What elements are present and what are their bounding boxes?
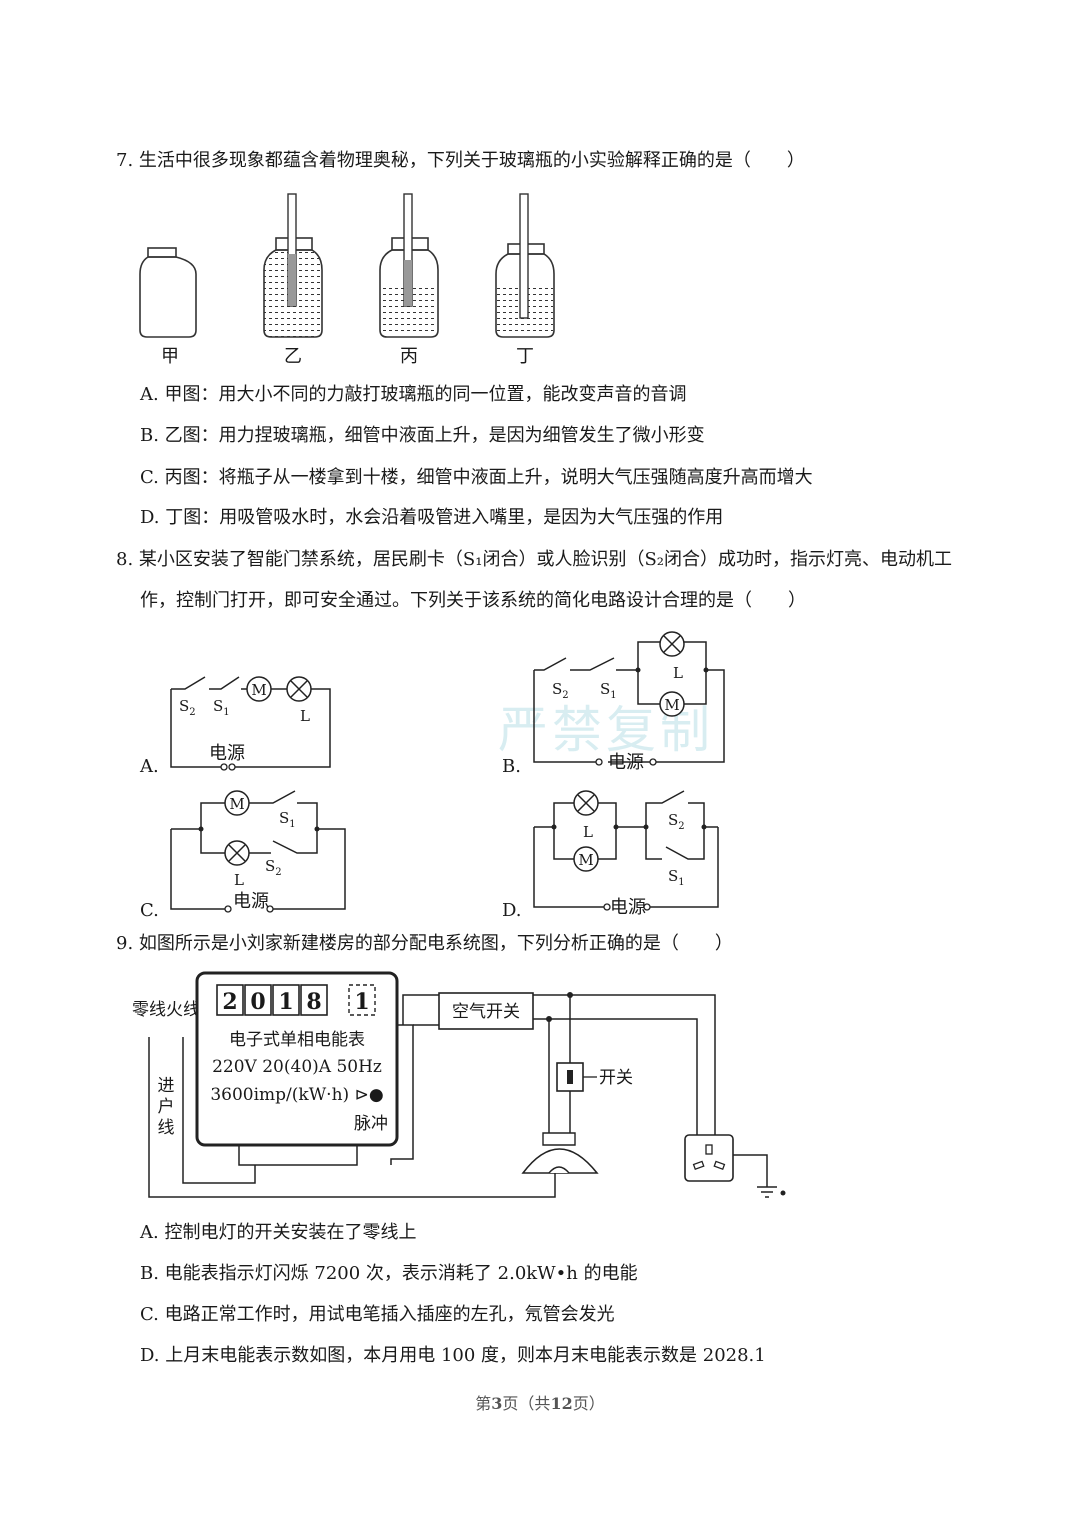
q8-letter-c: C. bbox=[140, 900, 159, 921]
q9-distribution-figure: 零线 火线 2 0 1 8 1 电子式单相电能表 220V 20(40)A 50… bbox=[132, 971, 786, 1198]
entry-label: 进户线 bbox=[158, 1076, 175, 1138]
s2-label-c: S2 bbox=[265, 857, 282, 878]
lamp-label-d: L bbox=[583, 823, 593, 841]
bottle-jia bbox=[139, 247, 197, 338]
lamp-label-c: L bbox=[234, 871, 244, 889]
meter-digit-3: 1 bbox=[278, 989, 293, 1015]
motor-label-d: M bbox=[578, 851, 593, 869]
s1-label-a: S1 bbox=[213, 697, 230, 718]
label-bing: 丙 bbox=[400, 346, 418, 367]
meter-spec: 220V 20(40)A 50Hz bbox=[212, 1057, 382, 1077]
q8-stem-line2: 作，控制门打开，即可安全通过。下列关于该系统的简化电路设计合理的是（ ） bbox=[140, 590, 806, 611]
bottle-bing bbox=[379, 193, 439, 338]
motor-label-c: M bbox=[229, 795, 244, 813]
q7-option-b: B. 乙图：用力捏玻璃瓶，细管中液面上升，是因为细管发生了微小形变 bbox=[140, 425, 705, 446]
meter-digit-2: 0 bbox=[250, 989, 265, 1015]
meter-digit-4: 8 bbox=[306, 989, 321, 1015]
s2-label-d: S2 bbox=[668, 811, 685, 832]
bottle-yi bbox=[263, 193, 323, 338]
s1-label-d: S1 bbox=[668, 867, 685, 888]
circuit-d: 电源 L M S2 S1 bbox=[533, 790, 719, 918]
meter-title: 电子式单相电能表 bbox=[229, 1030, 365, 1050]
q8-letter-b: B. bbox=[502, 756, 521, 777]
q9-option-c: C. 电路正常工作时，用试电笔插入插座的左孔，氖管会发光 bbox=[140, 1304, 615, 1325]
q8-letter-a: A. bbox=[140, 756, 159, 777]
q8-letter-d: D. bbox=[502, 900, 522, 921]
q7-bottles-figure bbox=[139, 193, 555, 338]
page-footer: 第3页（共12页） bbox=[475, 1394, 605, 1413]
label-yi: 乙 bbox=[284, 346, 302, 367]
circuit-a: 电源 M L S2 S1 bbox=[170, 676, 331, 771]
circuit-c: 电源 M L S1 S2 bbox=[170, 790, 346, 913]
q7-option-c: C. 丙图：将瓶子从一楼拿到十楼，细管中液面上升，说明大气压强随高度升高而增大 bbox=[140, 467, 813, 488]
meter-digit-decimal: 1 bbox=[354, 989, 369, 1015]
s1-label-c: S1 bbox=[279, 809, 296, 830]
meter-imp: 3600imp/(kW·h) ⊳● bbox=[210, 1085, 383, 1105]
bottle-ding bbox=[495, 193, 555, 338]
q8-stem-line1: 8. 某小区安装了智能门禁系统，居民刷卡（S₁闭合）或人脸识别（S₂闭合）成功时… bbox=[116, 549, 952, 570]
motor-label-b: M bbox=[664, 696, 679, 714]
circuit-b: 电源 L M S2 S1 bbox=[533, 631, 725, 773]
s2-label-b: S2 bbox=[552, 680, 569, 701]
meter-pulse: 脉冲 bbox=[354, 1114, 388, 1134]
power-label-d: 电源 bbox=[610, 897, 646, 918]
label-jia: 甲 bbox=[161, 346, 179, 367]
s2-label-a: S2 bbox=[179, 697, 196, 718]
lamp-label-b: L bbox=[673, 664, 683, 682]
q9-stem: 9. 如图所示是小刘家新建楼房的部分配电系统图，下列分析正确的是（ ） bbox=[116, 933, 733, 954]
switch-label: 开关 bbox=[599, 1068, 633, 1088]
power-label-c: 电源 bbox=[233, 891, 269, 912]
q9-option-b: B. 电能表指示灯闪烁 7200 次，表示消耗了 2.0kW•h 的电能 bbox=[140, 1263, 638, 1284]
lamp-label-a: L bbox=[300, 707, 310, 725]
power-label-a: 电源 bbox=[209, 743, 245, 764]
q7-stem: 7. 生活中很多现象都蕴含着物理奥秘，下列关于玻璃瓶的小实验解释正确的是（ ） bbox=[116, 150, 805, 171]
neutral-label: 零线 bbox=[132, 1000, 166, 1020]
breaker-label: 空气开关 bbox=[452, 1002, 520, 1022]
motor-label-a: M bbox=[251, 681, 266, 699]
s1-label-b: S1 bbox=[600, 680, 617, 701]
meter-digit-1: 2 bbox=[222, 989, 237, 1015]
label-ding: 丁 bbox=[516, 346, 534, 367]
page-total: 12 bbox=[550, 1394, 573, 1413]
q9-option-a: A. 控制电灯的开关安装在了零线上 bbox=[140, 1222, 417, 1243]
page-number: 3 bbox=[491, 1394, 503, 1413]
q7-option-d: D. 丁图：用吸管吸水时，水会沿着吸管进入嘴里，是因为大气压强的作用 bbox=[140, 507, 724, 528]
live-label: 火线 bbox=[166, 1000, 200, 1020]
power-label-b: 电源 bbox=[608, 752, 644, 773]
q9-option-d: D. 上月末电能表示数如图，本月用电 100 度，则本月末电能表示数是 2028… bbox=[140, 1345, 766, 1366]
q7-option-a: A. 甲图：用大小不同的力敲打玻璃瓶的同一位置，能改变声音的音调 bbox=[140, 384, 687, 405]
